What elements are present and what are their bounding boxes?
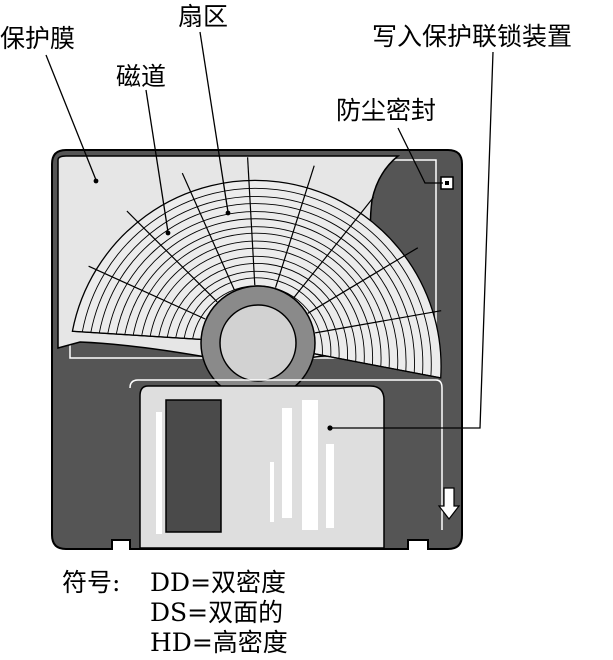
track-line-1 [90,196,424,375]
track-line-7 [141,240,374,365]
track-line-8 [149,247,365,364]
label-sector: 扇区 [178,2,229,31]
track-line-0 [81,187,432,377]
label-write-protect-interlock: 写入保护联锁装置 [372,22,573,51]
legend-item-hd: HD=高密度 [150,628,288,657]
track-line-2 [98,203,415,373]
label-protective-film: 保护膜 [0,24,76,53]
track-line-10 [166,262,349,361]
sector-divider-1 [88,265,206,320]
label-track: 磁道 [116,62,167,91]
leader-dot-sector [225,210,231,216]
leader-dot-protective-film [93,178,99,184]
write-protect-dot [445,181,449,185]
leader-dot-track [165,230,171,236]
disk-surface [71,179,442,379]
shutter-highlight-3 [302,400,318,530]
leader-sector [199,31,229,213]
track-line-9 [158,255,357,362]
track-line-12 [183,277,332,357]
shutter-highlight-5 [270,462,274,522]
sector-divider-9 [314,353,441,379]
insert-arrow-icon [437,487,461,520]
sector-divider-2 [126,210,218,303]
sector-divider-5 [274,165,315,288]
hub-center [219,304,297,382]
track-line-4 [115,218,399,370]
sector-divider-6 [293,196,374,298]
track-line-11 [175,270,340,359]
label-dust-seal: 防尘密封 [336,96,437,125]
shutter-track-outline [129,379,443,530]
shutter-highlight-1 [156,412,162,534]
legend-item-ds: DS=双面的 [150,598,284,627]
sector-divider-4 [247,157,256,286]
track-sector-group [71,157,442,379]
shutter-highlight-4 [326,444,334,528]
leader-dot-write-protect [327,425,333,431]
leader-track [145,89,169,233]
sector-divider-8 [314,310,442,334]
sector-divider-0 [72,330,201,340]
track-line-5 [124,226,390,369]
leader-protective-film [45,54,97,181]
track-line-3 [107,211,407,372]
head-access-window [165,399,222,533]
leader-dust-seal [397,127,443,184]
leader-write-protect [330,51,494,429]
legend-prefix: 符号: [62,568,121,597]
sector-divider-7 [307,247,419,314]
shutter-highlight-2 [282,408,292,518]
track-line-6 [132,232,382,367]
legend-item-dd: DD=双密度 [150,568,287,597]
sector-divider-3 [181,172,235,291]
